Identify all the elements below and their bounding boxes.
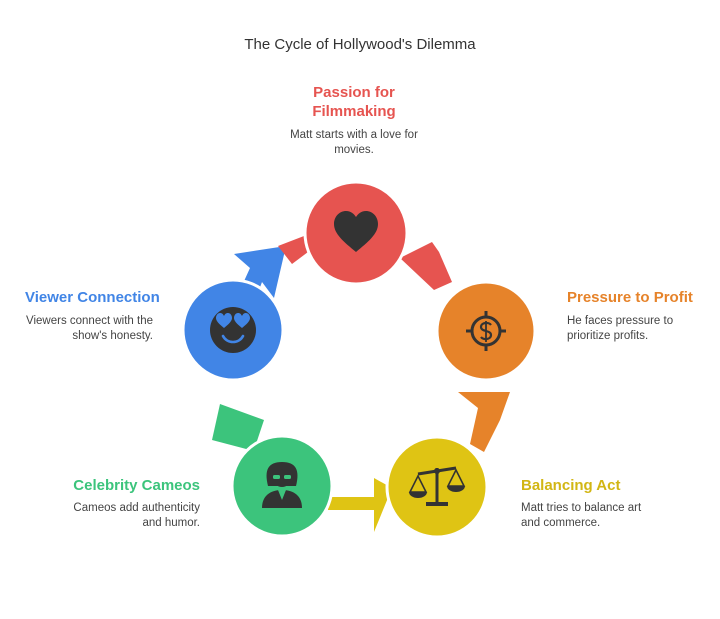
arrow-passion-to-profit	[400, 242, 452, 290]
node-passion	[303, 180, 409, 286]
diagram-title: The Cycle of Hollywood's Dilemma	[244, 36, 476, 53]
node-balancing	[385, 435, 489, 539]
step-title-cameos: Celebrity Cameos	[73, 477, 200, 494]
celebrity-person-icon	[262, 462, 302, 508]
node-profit	[435, 280, 537, 382]
arrow-profit-to-balancing	[458, 392, 510, 452]
step-title-balancing: Balancing Act	[521, 477, 621, 494]
dollar-target-icon	[466, 311, 506, 351]
heart-icon	[334, 211, 378, 252]
step-title-profit: Pressure to Profit	[567, 289, 693, 306]
heart-eyes-face-icon	[210, 307, 256, 353]
arrow-balancing-to-cameos	[328, 478, 392, 532]
node-viewer	[181, 278, 285, 382]
balance-scale-icon	[408, 466, 466, 506]
node-cameos	[230, 434, 334, 538]
arrow-cameos-to-viewer	[212, 404, 264, 450]
step-title-viewer: Viewer Connection	[25, 289, 160, 306]
